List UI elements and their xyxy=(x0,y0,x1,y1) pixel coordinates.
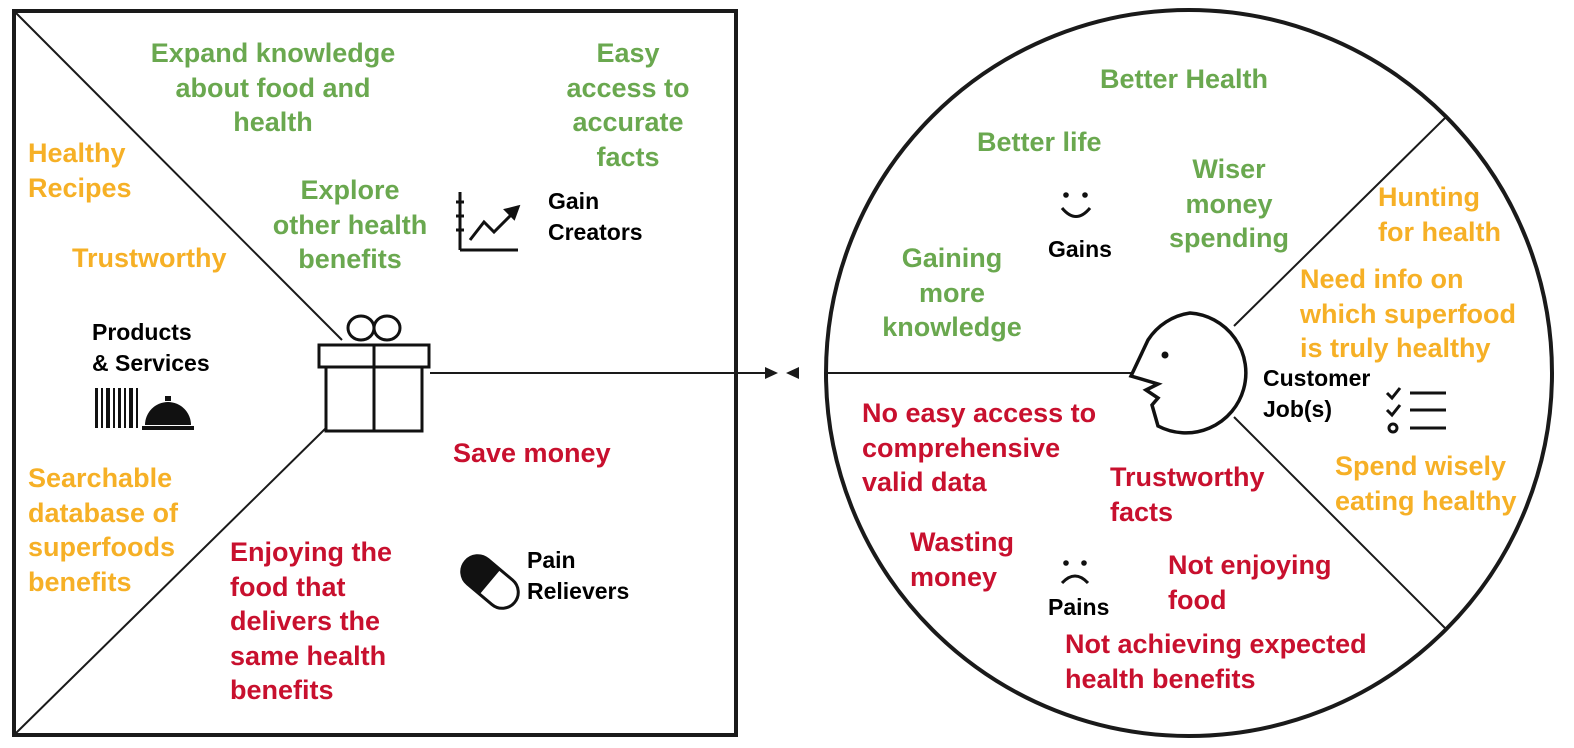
fit-arrows xyxy=(765,367,799,379)
arrow-left-icon xyxy=(786,367,799,379)
pain-relievers-label: Pain Relievers xyxy=(527,547,630,604)
trending-chart-icon xyxy=(456,192,521,252)
customer-jobs-label: Customer Job(s) xyxy=(1263,365,1371,422)
pill-capsule-icon xyxy=(460,554,520,610)
pain-item-5: Not achieving expected health benefits xyxy=(1065,629,1367,694)
gain-creators-label: Gain Creators xyxy=(548,188,643,245)
arrow-right-icon xyxy=(765,367,778,379)
barcode-cloche-icon xyxy=(95,388,194,430)
customer-head-icon xyxy=(1128,311,1248,435)
pain-item-1: No easy access to comprehensive valid da… xyxy=(862,398,1097,497)
divider-upper xyxy=(13,10,343,341)
product-item-1: Healthy Recipes xyxy=(28,138,132,203)
gain-item-2: Better life xyxy=(977,127,1102,157)
value-map-square xyxy=(12,9,768,737)
sad-face-icon xyxy=(1060,560,1090,585)
product-item-3: Searchable database of superfoods benefi… xyxy=(28,463,179,597)
customer-job-item-3: Spend wisely eating healthy xyxy=(1335,451,1517,516)
checklist-icon xyxy=(1385,387,1446,434)
gift-box-icon xyxy=(317,314,431,433)
pain-item-3: Wasting money xyxy=(910,527,1014,592)
gain-creator-item-3: Explore other health benefits xyxy=(272,175,428,274)
pain-reliever-item-2: Enjoying the food that delivers the same… xyxy=(230,537,392,705)
customer-job-item-1: Hunting for health xyxy=(1378,182,1502,247)
gain-creator-item-1: Expand knowledge about food and health xyxy=(150,38,396,137)
customer-profile-circle xyxy=(824,8,1554,738)
pain-item-4: Not enjoying food xyxy=(1168,550,1332,615)
circle-divider-upper xyxy=(1233,116,1447,327)
gain-item-3: Wiser money spending xyxy=(1169,154,1289,253)
divider-lower xyxy=(13,427,327,736)
smiley-face-icon xyxy=(1060,192,1092,218)
pains-label: Pains xyxy=(1048,594,1110,620)
pain-reliever-item-1: Save money xyxy=(453,438,611,468)
gains-label: Gains xyxy=(1048,236,1112,262)
product-item-2: Trustworthy xyxy=(72,243,227,273)
pain-item-2: Trustworthy facts xyxy=(1110,462,1265,527)
gain-item-1: Better Health xyxy=(1100,64,1269,94)
circle-divider-lower xyxy=(1233,416,1447,630)
gain-creator-item-2: Easy access to accurate facts xyxy=(566,38,690,172)
customer-job-item-2: Need info on which superfood is truly he… xyxy=(1300,264,1516,363)
products-services-label: Products & Services xyxy=(92,319,210,376)
gain-item-4: Gaining more knowledge xyxy=(882,243,1022,342)
